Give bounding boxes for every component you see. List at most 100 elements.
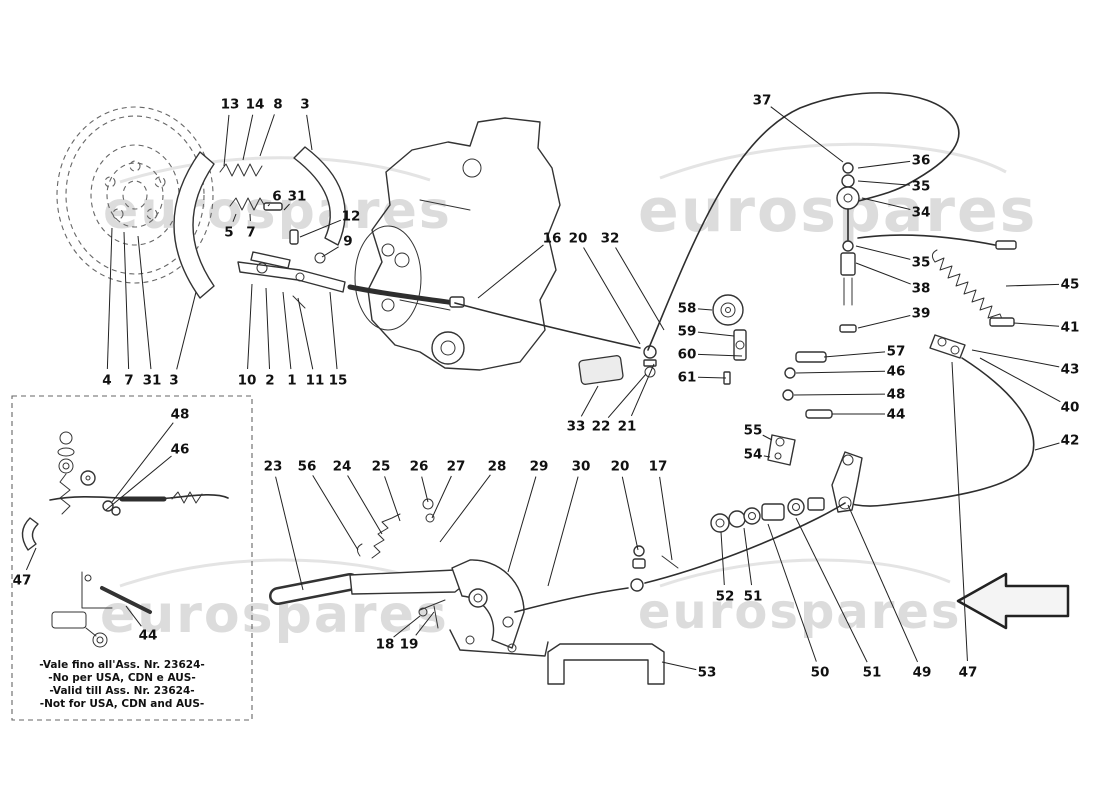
note-line-2: -No per USA, CDN e AUS-: [48, 672, 195, 684]
leader-line-34: [861, 197, 911, 210]
callout-31: 31: [143, 373, 162, 389]
direction-arrow: [956, 572, 1070, 630]
leader-line-32: [615, 247, 665, 331]
shoe-actuating-levers: [237, 251, 346, 309]
lever-pivot: [468, 588, 488, 608]
spacer-bush: [761, 503, 785, 521]
leader-line-57: [823, 351, 886, 358]
washer: [784, 367, 796, 379]
callout-12: 12: [342, 209, 361, 225]
bolt: [839, 324, 857, 333]
bellcrank-lever: [831, 451, 863, 513]
rubber-pad: [578, 355, 624, 385]
callout-57: 57: [887, 344, 906, 360]
watermark-swoosh: [659, 558, 951, 588]
shoe-return-springs: [219, 163, 326, 264]
leader-line-47: [25, 547, 37, 571]
leader-line-50: [767, 523, 817, 662]
callout-49: 49: [913, 665, 932, 681]
callout-20: 20: [611, 459, 630, 475]
callout-59: 59: [678, 324, 697, 340]
backing-plate: [354, 225, 422, 331]
callout-38: 38: [912, 281, 931, 297]
note-line-3: -Valid till Ass. Nr. 23624-: [49, 685, 194, 697]
leader-line-17: [659, 476, 673, 561]
leader-line-22: [607, 373, 647, 419]
cable-clamp: [661, 555, 679, 569]
callout-44: 44: [139, 628, 158, 644]
leader-line-31: [137, 235, 152, 370]
leader-line-42: [1034, 442, 1060, 451]
callout-40: 40: [1061, 400, 1080, 416]
leader-line-12: [299, 219, 342, 238]
callout-4: 4: [102, 373, 111, 389]
inset-clip: [21, 517, 39, 551]
callout-37: 37: [753, 93, 772, 109]
leader-line-35: [855, 245, 911, 260]
leader-line-23: [275, 476, 304, 591]
leader-line-35: [857, 180, 911, 186]
leader-line-46: [795, 370, 886, 374]
leader-line-9: [321, 246, 339, 258]
leader-line-26: [421, 476, 429, 503]
lever-base: [449, 629, 549, 657]
support-bracket: [547, 643, 665, 685]
leader-line-59: [697, 331, 735, 337]
lever-arm: [349, 569, 471, 595]
return-spring: [931, 249, 1005, 325]
leader-line-20: [621, 476, 639, 551]
spring-hook: [356, 543, 363, 557]
upright-bracket: [367, 117, 561, 371]
leader-line-24: [347, 475, 383, 535]
clevis-plate: [733, 329, 747, 361]
callout-15: 15: [329, 373, 348, 389]
leader-line-47: [951, 361, 968, 662]
callout-13: 13: [221, 97, 240, 113]
leader-line-49: [847, 504, 919, 663]
callout-31: 31: [288, 189, 307, 205]
callout-34: 34: [912, 205, 931, 221]
inset-rod-and-bracket: [81, 571, 152, 614]
leader-line-40: [979, 357, 1061, 403]
leader-line-38: [855, 262, 911, 285]
variant-note: -Vale fino all'Ass. Nr. 23624- -No per U…: [39, 659, 205, 710]
leader-line-3: [176, 291, 197, 370]
callout-18: 18: [376, 637, 395, 653]
upper-cable: [647, 92, 960, 351]
nut: [842, 162, 854, 174]
callout-42: 42: [1061, 433, 1080, 449]
inset-border: [11, 395, 253, 721]
callout-14: 14: [246, 97, 265, 113]
callout-35: 35: [912, 179, 931, 195]
leader-line-51: [743, 527, 753, 586]
leader-line-28: [439, 474, 491, 543]
leader-line-45: [1005, 283, 1060, 287]
bolt: [989, 317, 1015, 327]
callout-19: 19: [400, 637, 419, 653]
callout-46: 46: [171, 442, 190, 458]
inset-lower-parts: [51, 611, 108, 648]
leader-line-14: [242, 114, 254, 161]
brake-shoe-right: [293, 146, 346, 246]
leader-line-46: [105, 455, 172, 511]
callout-1: 1: [287, 373, 296, 389]
leader-line-61: [697, 376, 727, 379]
brake-disc: [56, 106, 214, 284]
callout-36: 36: [912, 153, 931, 169]
variant-inset-box: -Vale fino all'Ass. Nr. 23624- -No per U…: [11, 395, 253, 721]
callout-45: 45: [1061, 277, 1080, 293]
watermark-swoosh: [119, 156, 431, 184]
leader-line-1: [282, 291, 292, 370]
note-line-4: -Not for USA, CDN and AUS-: [40, 698, 205, 710]
callout-27: 27: [447, 459, 466, 475]
callout-28: 28: [488, 459, 507, 475]
leader-line-27: [431, 475, 452, 519]
callout-55: 55: [744, 423, 763, 439]
adjuster-wheel: [836, 186, 860, 210]
callout-50: 50: [811, 665, 830, 681]
equalizer-pulley-group: [712, 294, 833, 466]
leader-line-18: [393, 615, 421, 638]
note-line-1: -Vale fino all'Ass. Nr. 23624-: [39, 659, 205, 671]
